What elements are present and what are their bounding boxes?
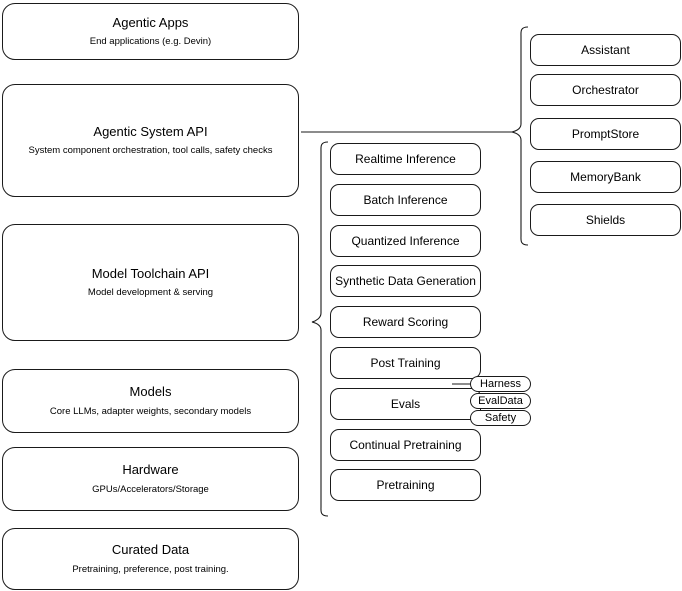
- brace-toolchain-components: [311, 141, 329, 517]
- system-component-shields[interactable]: Shields: [530, 204, 681, 236]
- toolchain-component-quantized-inference[interactable]: Quantized Inference: [330, 225, 481, 257]
- system-component-assistant[interactable]: Assistant: [530, 34, 681, 66]
- eval-pill-harness[interactable]: Harness: [470, 376, 531, 392]
- layer-subtitle: Pretraining, preference, post training.: [72, 563, 229, 575]
- layer-title: Model Toolchain API: [91, 265, 210, 281]
- layer-box-model-toolchain-api[interactable]: Model Toolchain API Model development & …: [2, 224, 299, 341]
- layer-box-agentic-apps[interactable]: Agentic Apps End applications (e.g. Devi…: [2, 3, 299, 60]
- toolchain-component-label: Batch Inference: [363, 192, 448, 207]
- layer-subtitle: Model development & serving: [87, 287, 214, 299]
- system-component-promptstore[interactable]: PromptStore: [530, 118, 681, 150]
- toolchain-component-label: Realtime Inference: [355, 151, 456, 166]
- toolchain-component-realtime-inference[interactable]: Realtime Inference: [330, 143, 481, 175]
- layer-subtitle: End applications (e.g. Devin): [89, 36, 212, 48]
- layer-box-hardware[interactable]: Hardware GPUs/Accelerators/Storage: [2, 447, 299, 511]
- toolchain-component-label: Reward Scoring: [362, 314, 449, 329]
- layer-title: Hardware: [122, 462, 179, 478]
- system-component-memorybank[interactable]: MemoryBank: [530, 161, 681, 193]
- layer-subtitle: GPUs/Accelerators/Storage: [92, 483, 209, 495]
- layer-box-curated-data[interactable]: Curated Data Pretraining, preference, po…: [2, 528, 299, 590]
- system-component-label: Orchestrator: [572, 82, 639, 97]
- eval-pill-label: Harness: [480, 378, 521, 390]
- system-component-label: Shields: [585, 212, 626, 227]
- toolchain-component-evals[interactable]: Evals: [330, 388, 481, 420]
- eval-pill-evaldata[interactable]: EvalData: [470, 393, 531, 409]
- toolchain-component-continual-pretraining[interactable]: Continual Pretraining: [330, 429, 481, 461]
- layer-box-models[interactable]: Models Core LLMs, adapter weights, secon…: [2, 369, 299, 433]
- eval-pill-label: Safety: [484, 412, 517, 424]
- layer-title: Curated Data: [111, 542, 190, 558]
- toolchain-component-label: Quantized Inference: [351, 233, 460, 248]
- layer-title: Models: [129, 384, 172, 400]
- system-component-label: Assistant: [581, 42, 630, 57]
- toolchain-component-post-training[interactable]: Post Training: [330, 347, 481, 379]
- layer-subtitle: System component orchestration, tool cal…: [28, 145, 273, 157]
- toolchain-component-reward-scoring[interactable]: Reward Scoring: [330, 306, 481, 338]
- toolchain-component-label: Synthetic Data Generation: [335, 273, 476, 288]
- toolchain-component-synthetic-data-generation[interactable]: Synthetic Data Generation: [330, 265, 481, 297]
- system-component-label: PromptStore: [571, 126, 640, 141]
- system-component-label: MemoryBank: [570, 169, 641, 184]
- eval-pill-safety[interactable]: Safety: [470, 410, 531, 426]
- layer-title: Agentic System API: [93, 123, 208, 139]
- toolchain-component-pretraining[interactable]: Pretraining: [330, 469, 481, 501]
- toolchain-component-label: Continual Pretraining: [349, 437, 462, 452]
- layer-box-agentic-system-api[interactable]: Agentic System API System component orch…: [2, 84, 299, 197]
- toolchain-component-label: Pretraining: [376, 477, 435, 492]
- toolchain-component-label: Post Training: [370, 355, 441, 370]
- eval-pill-label: EvalData: [478, 395, 523, 407]
- toolchain-component-batch-inference[interactable]: Batch Inference: [330, 184, 481, 216]
- toolchain-component-label: Evals: [390, 396, 421, 411]
- layer-title: Agentic Apps: [112, 14, 189, 30]
- system-component-orchestrator[interactable]: Orchestrator: [530, 74, 681, 106]
- layer-subtitle: Core LLMs, adapter weights, secondary mo…: [49, 405, 252, 417]
- brace-system-components: [511, 26, 529, 246]
